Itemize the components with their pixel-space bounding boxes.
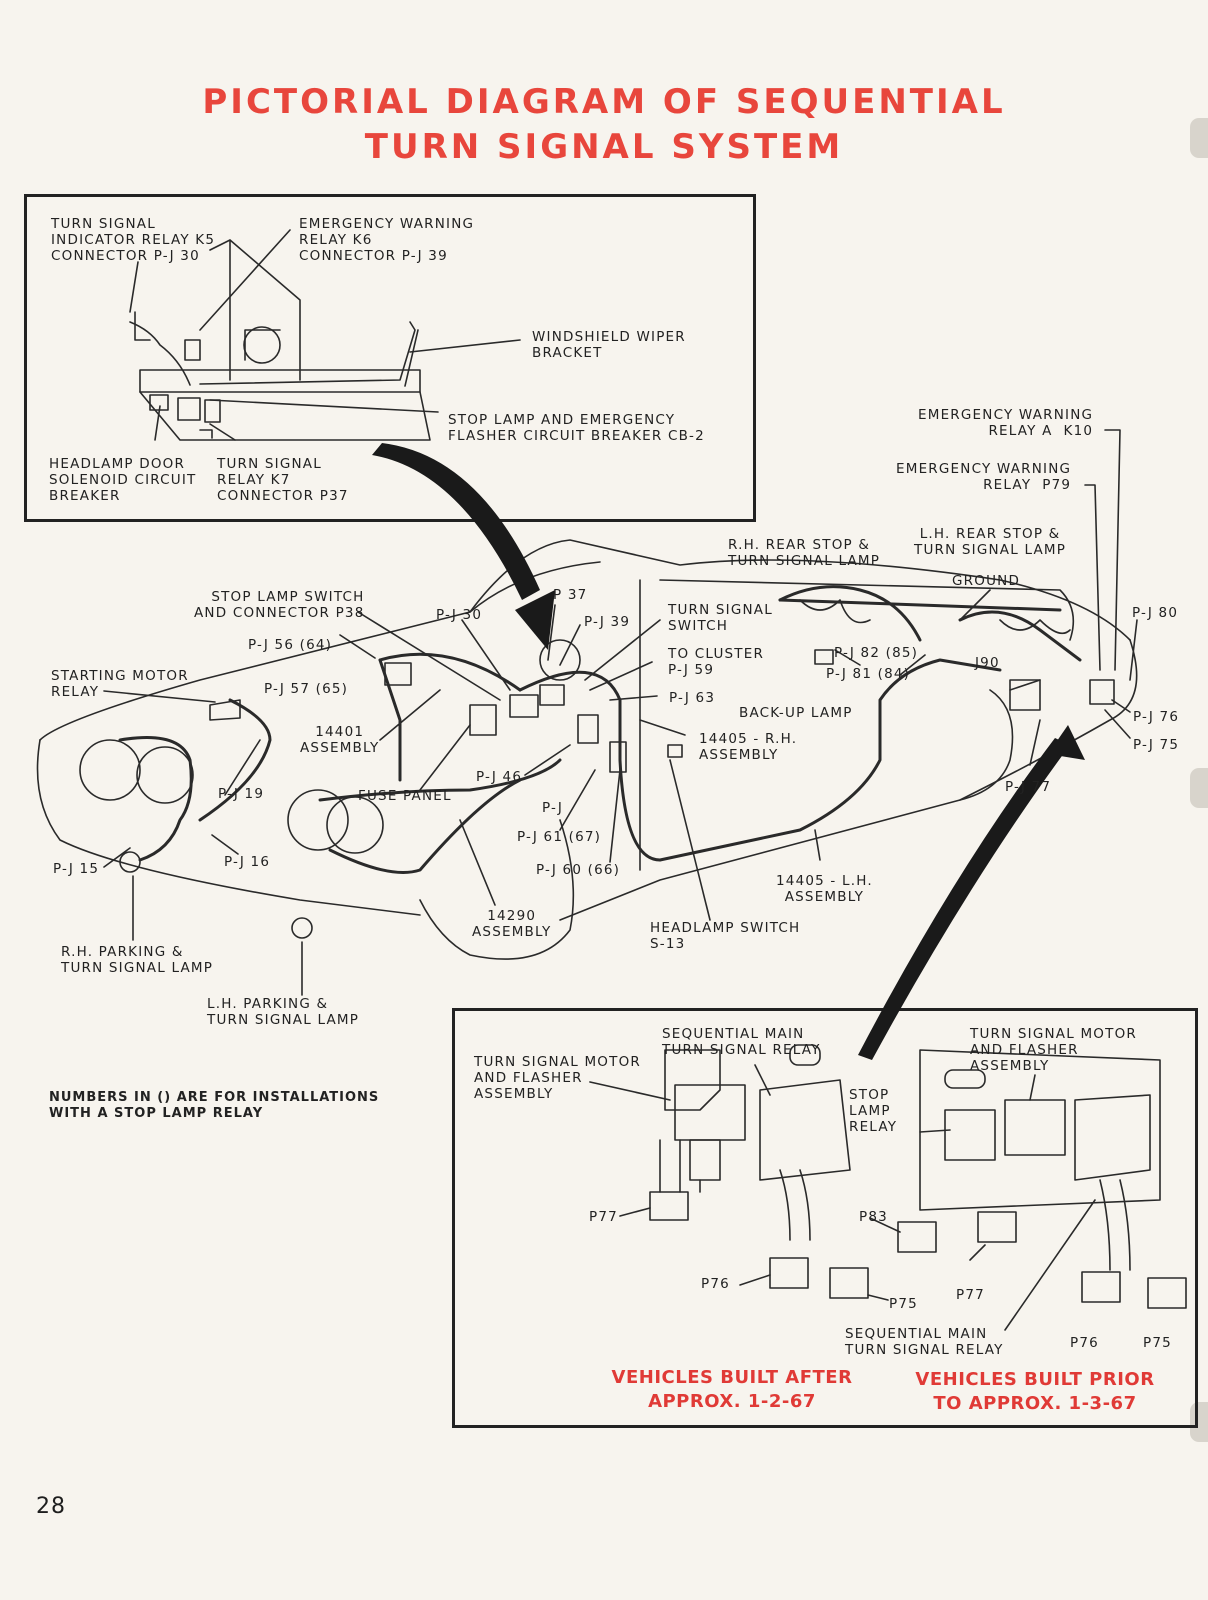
relay-assembly-after <box>649 1044 869 1299</box>
label-starting-motor-relay: STARTING MOTOR RELAY <box>51 668 189 700</box>
label-pj77: P-J 77 <box>1005 779 1052 795</box>
label-pj63: P-J 63 <box>669 690 716 706</box>
label-back-up-lamp: BACK-UP LAMP <box>739 705 853 721</box>
label-p75-right: P75 <box>1143 1335 1172 1351</box>
label-emergency-warning-relay-k6: EMERGENCY WARNING RELAY K6 CONNECTOR P-J… <box>299 216 475 264</box>
label-turn-signal-switch: TURN SIGNAL SWITCH <box>668 602 773 634</box>
label-headlamp-switch: HEADLAMP SWITCH S-13 <box>650 920 801 952</box>
label-pj82: P-J 82 (85) <box>834 645 919 661</box>
label-emergency-warning-relay-a: EMERGENCY WARNING RELAY A K10 <box>918 407 1094 439</box>
inset-dash-detail <box>24 194 756 522</box>
label-headlamp-door-breaker: HEADLAMP DOOR SOLENOID CIRCUIT BREAKER <box>49 456 197 504</box>
label-p83: P83 <box>859 1209 888 1225</box>
label-stop-lamp-switch: STOP LAMP SWITCH AND CONNECTOR P38 <box>194 589 365 621</box>
label-pj19: P-J 19 <box>218 786 265 802</box>
label-motor-flasher-right: TURN SIGNAL MOTOR AND FLASHER ASSEMBLY <box>970 1026 1137 1074</box>
label-rh-parking-lamp: R.H. PARKING & TURN SIGNAL LAMP <box>61 944 214 976</box>
binder-hole <box>1190 118 1208 158</box>
label-p76-left: P76 <box>701 1276 730 1292</box>
note-numbers-in-parentheses: NUMBERS IN () ARE FOR INSTALLATIONS WITH… <box>49 1090 380 1121</box>
label-lh-parking-lamp: L.H. PARKING & TURN SIGNAL LAMP <box>207 996 360 1028</box>
label-p75-left: P75 <box>889 1296 918 1312</box>
label-pj46: P-J 46 <box>476 769 523 785</box>
label-j90: J90 <box>975 655 1000 671</box>
caption-vehicles-built-after: VEHICLES BUILT AFTER APPROX. 1-2-67 <box>611 1367 853 1412</box>
label-p77-left: P77 <box>589 1209 618 1225</box>
label-rh-rear-stop-lamp: R.H. REAR STOP & TURN SIGNAL LAMP <box>728 537 881 569</box>
label-pj15: P-J 15 <box>53 861 100 877</box>
label-sequential-main-relay-bottom: SEQUENTIAL MAIN TURN SIGNAL RELAY <box>845 1326 1004 1358</box>
label-lh-rear-stop-lamp: L.H. REAR STOP & TURN SIGNAL LAMP <box>914 526 1067 558</box>
label-pj56: P-J 56 (64) <box>248 637 333 653</box>
label-pj30: P-J 30 <box>436 607 483 623</box>
label-sequential-main-relay-top: SEQUENTIAL MAIN TURN SIGNAL RELAY <box>662 1026 821 1058</box>
label-stop-lamp-relay: STOP LAMP RELAY <box>849 1087 898 1135</box>
label-turn-signal-indicator-relay: TURN SIGNAL INDICATOR RELAY K5 CONNECTOR… <box>51 216 216 264</box>
label-turn-signal-relay-k7: TURN SIGNAL RELAY K7 CONNECTOR P37 <box>217 456 349 504</box>
relay-assembly-prior <box>897 1049 1187 1309</box>
binder-hole <box>1190 1402 1208 1442</box>
car-body-outline <box>36 539 1138 960</box>
label-assembly-14405-rh: 14405 - R.H. ASSEMBLY <box>699 731 798 763</box>
label-assembly-14401: 14401 ASSEMBLY <box>300 724 380 756</box>
callout-arrows <box>372 443 1085 1060</box>
label-pj39: P-J 39 <box>584 614 631 630</box>
label-pj76: P-J 76 <box>1133 709 1180 725</box>
page-number: 28 <box>36 1494 66 1519</box>
label-pj81: P-J 81 (84) <box>826 666 911 682</box>
title-line-2: TURN SIGNAL SYSTEM <box>364 127 844 167</box>
label-pj61: P-J 61 (67) <box>517 829 602 845</box>
label-motor-flasher-left: TURN SIGNAL MOTOR AND FLASHER ASSEMBLY <box>474 1054 641 1102</box>
wiring-harness <box>118 585 1082 874</box>
label-assembly-14290: 14290 ASSEMBLY <box>472 908 552 940</box>
label-assembly-14405-lh: 14405 - L.H. ASSEMBLY <box>776 873 873 905</box>
label-fuse-panel: FUSE PANEL <box>358 788 452 804</box>
label-pj80: P-J 80 <box>1132 605 1179 621</box>
label-pj60: P-J 60 (66) <box>536 862 621 878</box>
label-p37: P 37 <box>553 587 588 603</box>
inset-relay-detail <box>452 1008 1198 1428</box>
wiper-bracket-drawing <box>129 239 431 441</box>
label-ground: GROUND <box>952 573 1021 589</box>
binder-hole <box>1190 768 1208 808</box>
label-pj57: P-J 57 (65) <box>264 681 349 697</box>
label-emergency-warning-relay-p79: EMERGENCY WARNING RELAY P79 <box>896 461 1072 493</box>
label-pj16: P-J 16 <box>224 854 271 870</box>
label-pj-blank: P-J <box>542 800 564 816</box>
caption-vehicles-built-prior: VEHICLES BUILT PRIOR TO APPROX. 1-3-67 <box>915 1369 1155 1414</box>
headlamp-drawings <box>79 739 384 939</box>
label-to-cluster: TO CLUSTER P-J 59 <box>668 646 765 678</box>
label-pj75: P-J 75 <box>1133 737 1180 753</box>
label-stop-lamp-breaker: STOP LAMP AND EMERGENCY FLASHER CIRCUIT … <box>448 412 705 444</box>
label-windshield-wiper-bracket: WINDSHIELD WIPER BRACKET <box>532 329 686 361</box>
title-line-1: PICTORIAL DIAGRAM OF SEQUENTIAL <box>202 82 1006 122</box>
label-p77-right: P77 <box>956 1287 985 1303</box>
label-p76-right: P76 <box>1070 1335 1099 1351</box>
